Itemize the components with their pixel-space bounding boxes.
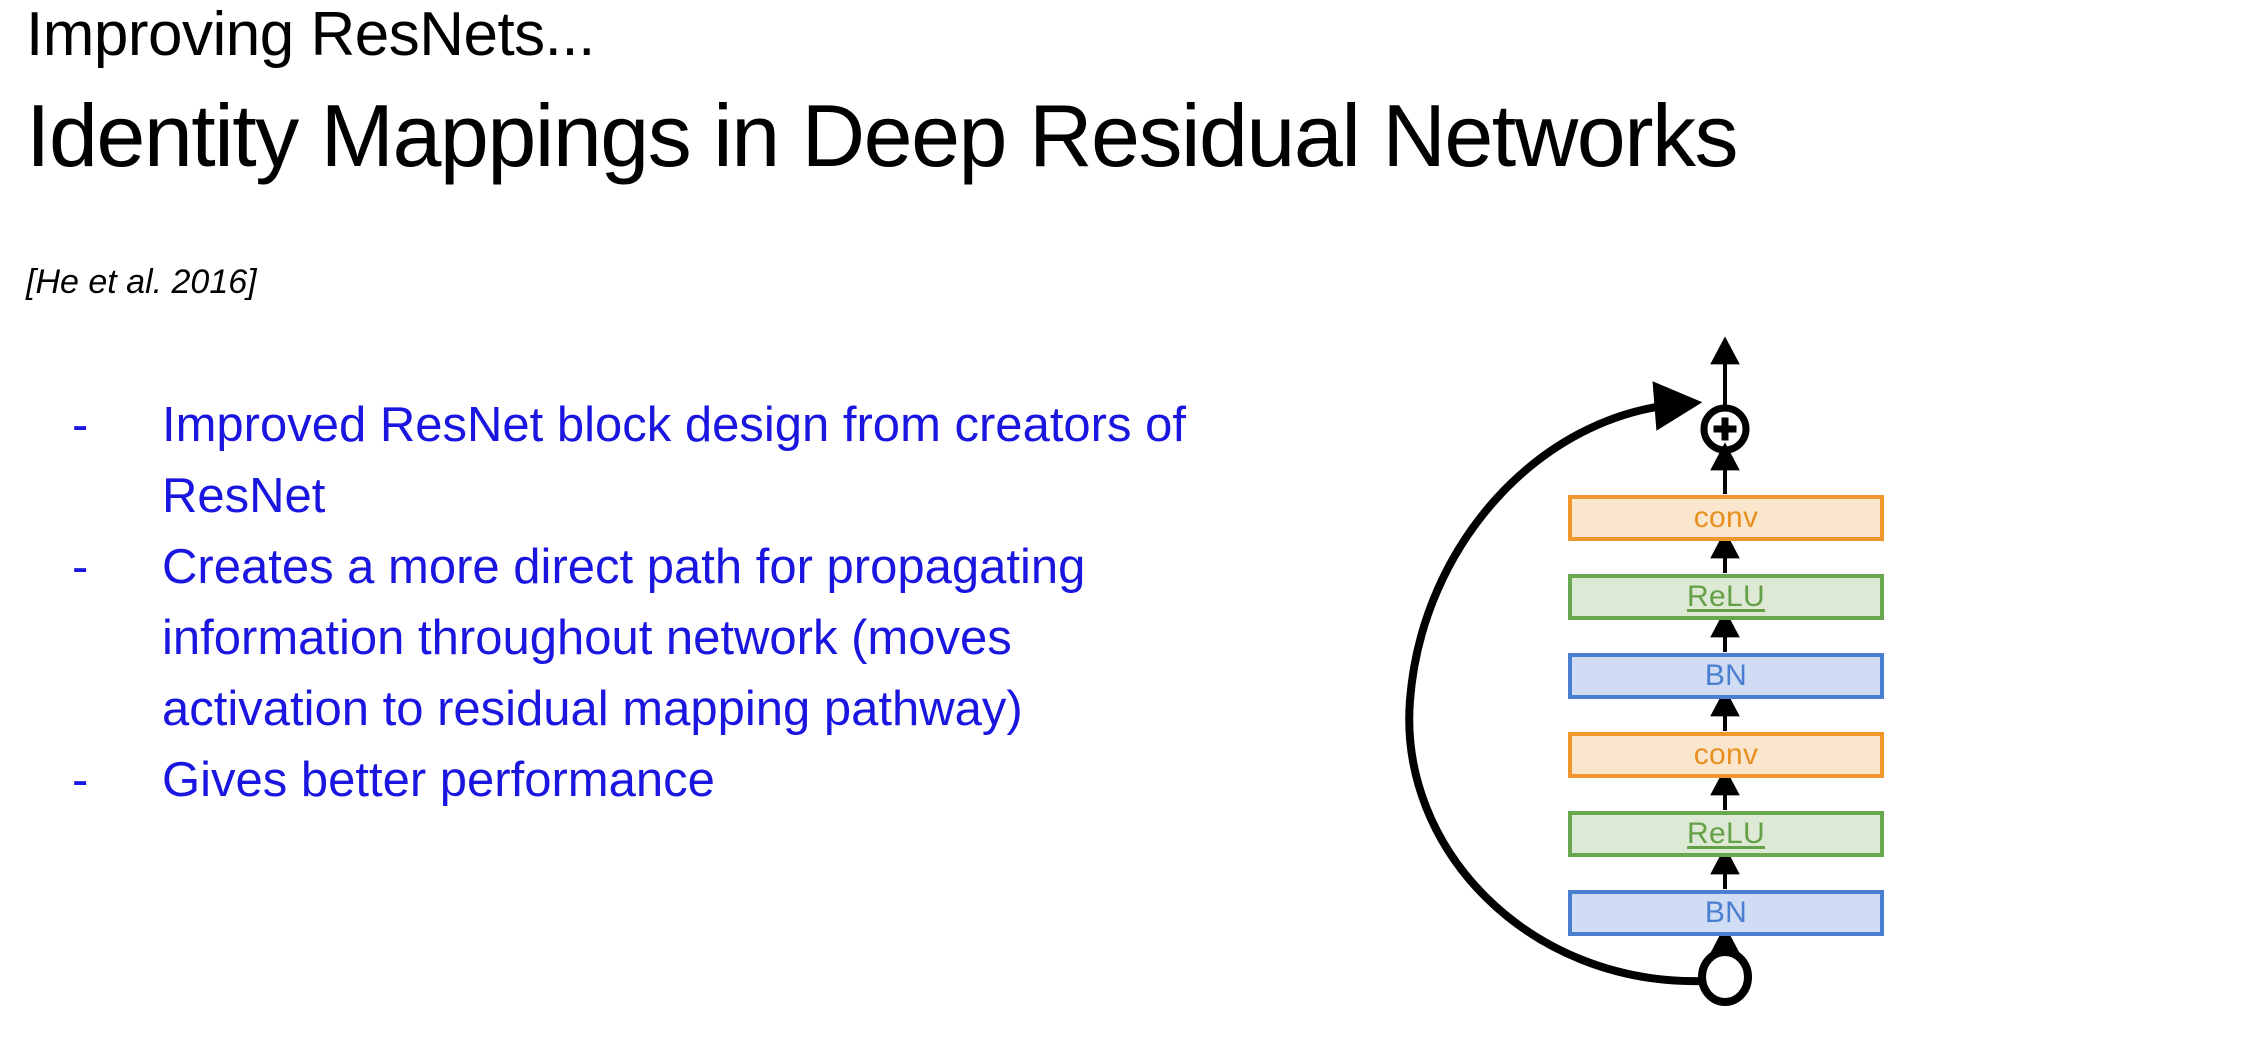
block-conv-top: conv [1568, 495, 1884, 541]
list-item: - Improved ResNet block design from crea… [66, 390, 1286, 532]
skip-connection-curve [1405, 381, 1706, 986]
page-title: Identity Mappings in Deep Residual Netwo… [26, 86, 1739, 185]
block-label: ReLU [1687, 817, 1765, 850]
block-label: conv [1693, 738, 1759, 771]
block-label: conv [1693, 501, 1759, 534]
list-item: - Creates a more direct path for propaga… [66, 532, 1286, 745]
bullet-list: - Improved ResNet block design from crea… [66, 390, 1286, 816]
bullet-marker: - [72, 753, 89, 807]
list-item: - Gives better performance [66, 745, 1286, 816]
bullet-marker: - [72, 398, 89, 452]
slide-kicker: Improving ResNets... [26, 0, 595, 69]
block-label: BN [1704, 896, 1748, 929]
block-conv-lower: conv [1568, 732, 1884, 778]
block-label: ReLU [1687, 580, 1765, 613]
list-item-text: Improved ResNet block design from creato… [162, 398, 1186, 523]
bullet-marker: - [72, 540, 89, 594]
list-item-text: Gives better performance [162, 753, 715, 807]
input-node-circle [1698, 948, 1752, 1006]
block-relu-lower: ReLU [1568, 811, 1884, 857]
block-bn-lower: BN [1568, 890, 1884, 936]
citation: [He et al. 2016] [26, 263, 257, 301]
block-bn-upper: BN [1568, 653, 1884, 699]
list-item-text: Creates a more direct path for propagati… [162, 540, 1086, 736]
block-label: BN [1704, 659, 1748, 692]
diagram-connectors [1405, 336, 1752, 1006]
residual-block-diagram: conv ReLU BN conv ReLU BN [1380, 330, 1940, 1030]
block-relu-upper: ReLU [1568, 574, 1884, 620]
